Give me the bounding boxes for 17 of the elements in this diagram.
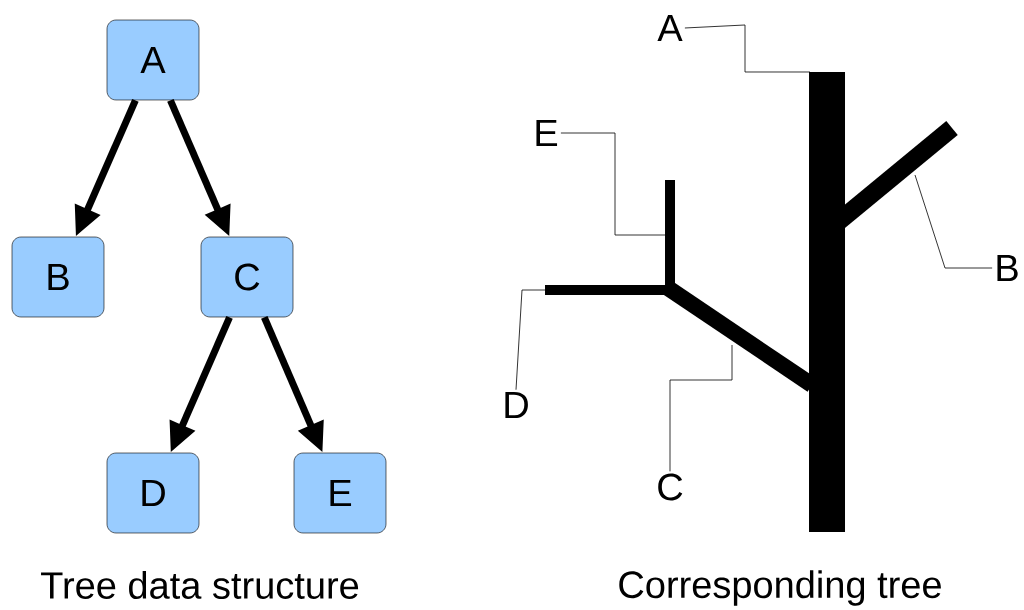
leader-line: [669, 344, 733, 472]
tree-node-box: A: [106, 19, 200, 101]
leader-line: [560, 132, 666, 236]
part-label: B: [997, 254, 1018, 282]
caption: Tree data structure: [41, 571, 359, 599]
tree-node-box: D: [106, 452, 200, 534]
part-label: D: [505, 391, 528, 419]
leader-line: [515, 289, 546, 391]
tree-node-box: E: [293, 452, 387, 534]
part-label: E: [536, 119, 558, 147]
leader-line: [914, 174, 993, 269]
tree-node-box: C: [200, 236, 294, 318]
part-label: A: [657, 14, 683, 42]
leader-line: [684, 24, 811, 73]
caption: Corresponding tree: [619, 570, 941, 606]
part-label: C: [658, 473, 683, 501]
tree-node-box: B: [11, 236, 105, 318]
